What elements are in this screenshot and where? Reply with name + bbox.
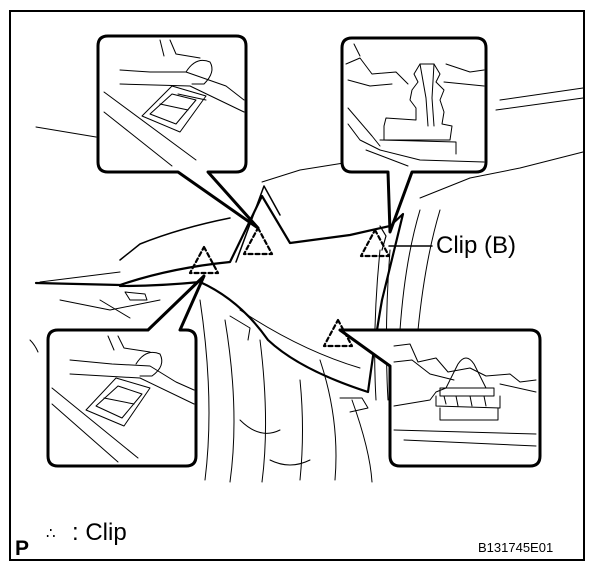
figure-frame	[9, 10, 585, 561]
inset-detail-top-left	[96, 34, 260, 230]
figure-code: B131745E01	[478, 540, 554, 555]
legend-p-mark: P	[15, 537, 30, 560]
inset-detail-top-right	[340, 36, 488, 234]
clip-b-label: Clip (B)	[436, 232, 517, 259]
vehicle-body-outline	[29, 87, 584, 483]
clip-marker-upper-left	[242, 226, 274, 256]
triangle-clip-icon: ∴	[46, 525, 55, 542]
legend-clip-text: : Clip	[72, 519, 127, 546]
clip-marker-b	[359, 228, 391, 258]
inset-detail-bottom-right	[338, 328, 542, 468]
inset-detail-bottom-left	[46, 274, 206, 468]
clip-marker-left	[188, 245, 220, 275]
